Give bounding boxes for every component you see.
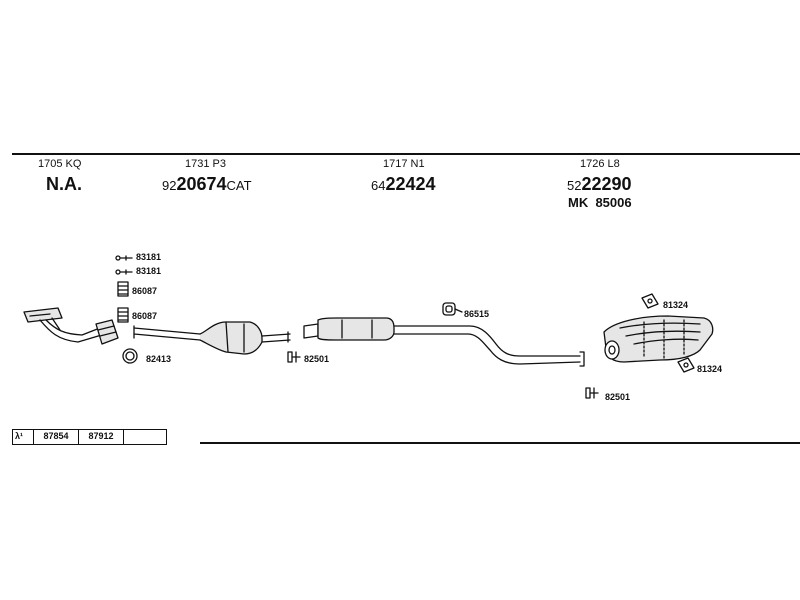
column-part-3-prefix: 64	[371, 178, 386, 193]
label-86087-a: 86087	[132, 286, 158, 296]
bolt-83181-b	[115, 269, 133, 275]
footer-symbol: λ¹	[13, 430, 34, 444]
column-part-3-main: 22424	[385, 174, 436, 194]
label-82501-a: 82501	[304, 354, 330, 364]
column-code-4: 1726 L8	[580, 158, 620, 170]
clamp-82501-b	[585, 387, 599, 399]
label-81324-b: 81324	[697, 364, 723, 374]
gasket-82413	[122, 348, 138, 364]
column-part-4: 5222290	[567, 175, 632, 195]
label-83181-a: 83181	[136, 252, 162, 262]
column-part-1-main: N.A.	[46, 174, 82, 194]
spring-86087-b	[117, 307, 129, 323]
column-part-2-suffix: CAT	[226, 178, 252, 193]
column-code-2: 1731 P3	[185, 158, 226, 170]
label-86515: 86515	[464, 309, 490, 319]
hanger-86515	[442, 302, 463, 316]
column-part-4-main: 22290	[581, 174, 632, 194]
spring-86087-a	[117, 281, 129, 297]
column-part-1: N.A.	[46, 175, 82, 193]
bolt-83181-a	[115, 255, 133, 261]
column-part-2: 9220674CAT	[162, 175, 252, 195]
footer-cell-1: 87854	[34, 430, 79, 444]
footer-cell-3	[124, 430, 166, 444]
middle-muffler	[303, 317, 585, 367]
label-81324-a: 81324	[663, 300, 689, 310]
footer-rule	[200, 442, 800, 444]
label-86087-b: 86087	[132, 311, 158, 321]
column-code-1: 1705 KQ	[38, 158, 82, 170]
footer-cell-2: 87912	[79, 430, 124, 444]
column-part-3: 6422424	[371, 175, 436, 195]
hanger-81324-a	[641, 293, 659, 309]
header-rule	[12, 153, 800, 155]
hanger-81324-b	[677, 357, 695, 373]
rear-muffler	[603, 315, 714, 363]
column-part-2-prefix: 92	[162, 178, 177, 193]
label-83181-b: 83181	[136, 266, 162, 276]
column-code-3: 1717 N1	[383, 158, 425, 170]
column-part-4-prefix: 52	[567, 178, 582, 193]
footer-table: λ¹ 87854 87912	[12, 429, 167, 445]
front-pipe	[23, 307, 119, 345]
catalytic-converter	[133, 321, 291, 355]
clamp-82501-a	[287, 351, 301, 363]
column-part-4-kit: MK 85006	[568, 195, 632, 210]
label-82501-b: 82501	[605, 392, 631, 402]
column-part-2-main: 20674	[176, 174, 227, 194]
label-82413: 82413	[146, 354, 172, 364]
